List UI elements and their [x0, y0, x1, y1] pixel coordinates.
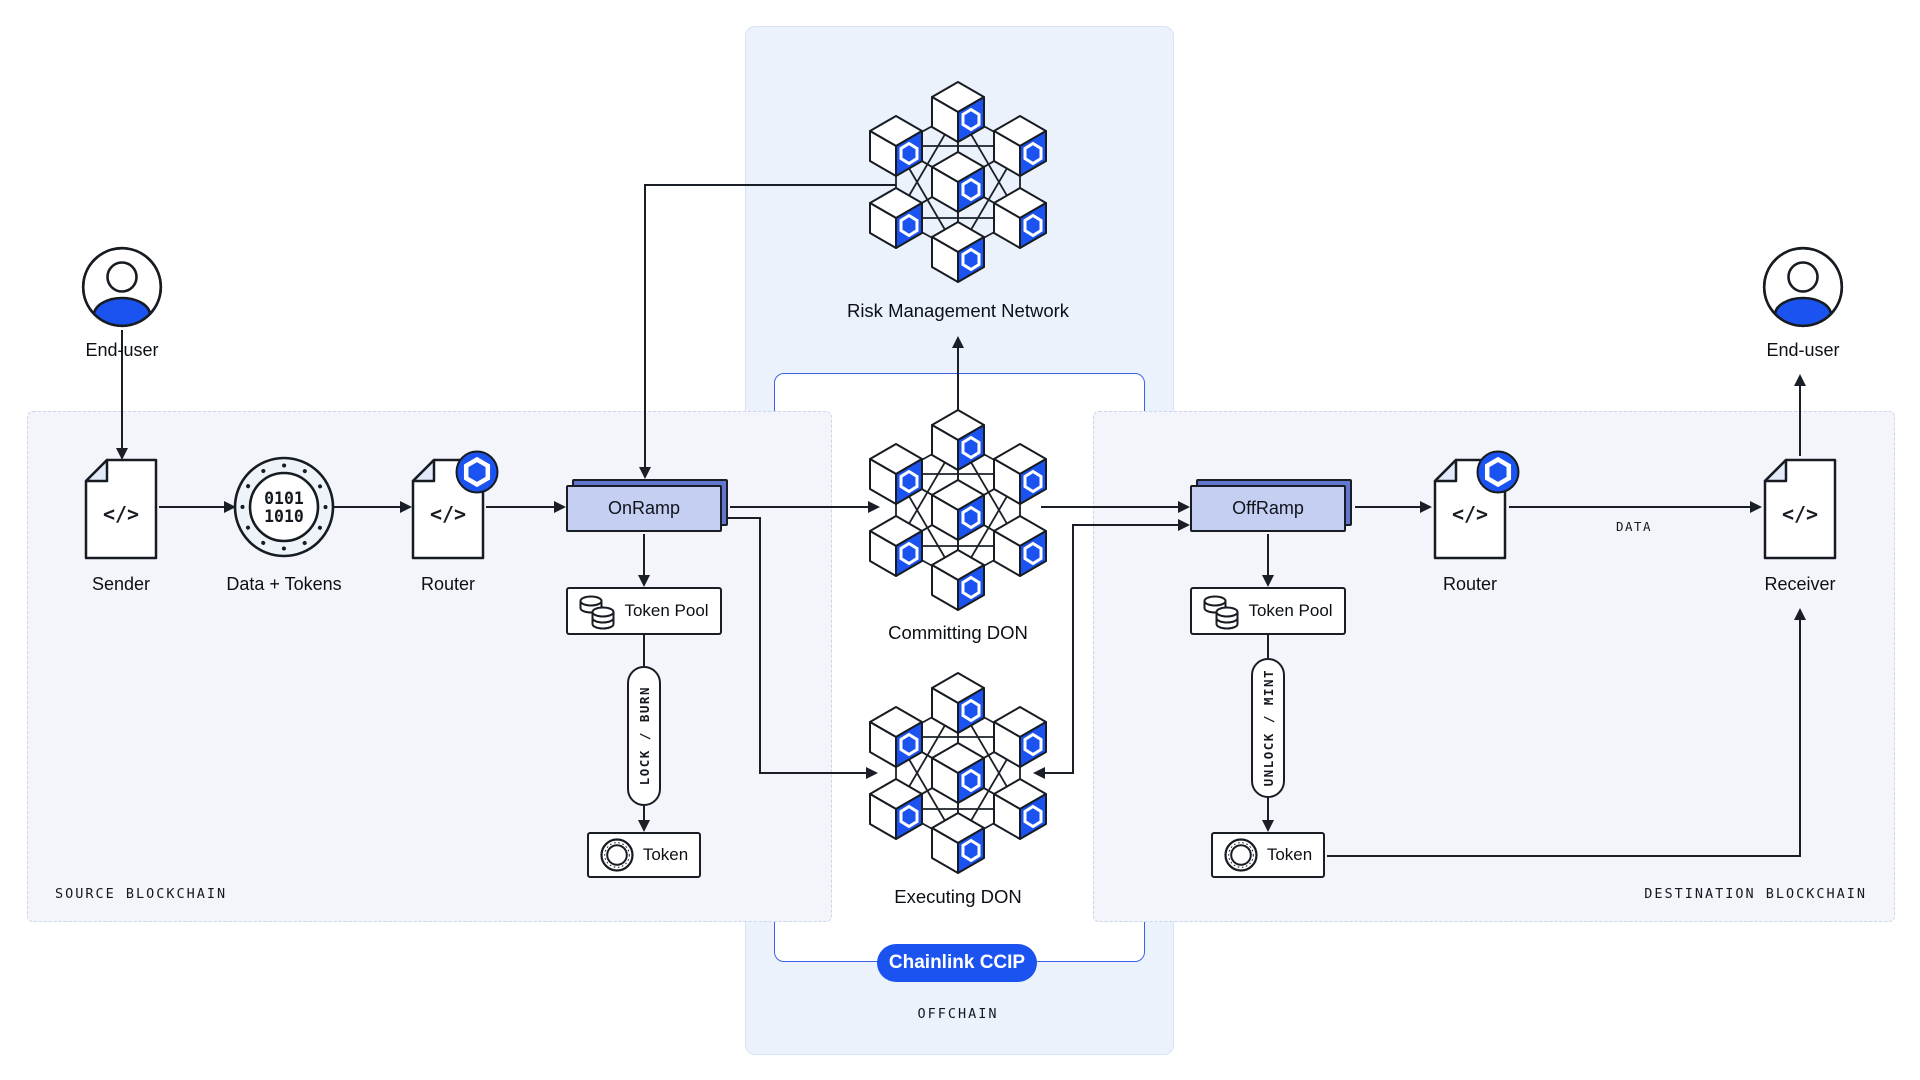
- offramp-box: OffRamp: [1190, 479, 1352, 532]
- chainlink-badge-icon: [455, 450, 499, 494]
- onramp-box: OnRamp: [566, 479, 728, 532]
- receiver-doc-icon: </>: [1763, 458, 1837, 560]
- offchain-label: OFFCHAIN: [917, 1006, 999, 1022]
- token-coin-icon: [600, 838, 634, 872]
- data-tokens-label: Data + Tokens: [226, 574, 342, 594]
- source-token-label: Token: [642, 845, 689, 864]
- data-flow-label: DATA: [1615, 519, 1653, 534]
- end-user-icon: [1762, 246, 1844, 328]
- onramp-label: OnRamp: [566, 485, 722, 532]
- svg-text:</>: </>: [1452, 502, 1488, 526]
- source-blockchain-label: SOURCE BLOCKCHAIN: [55, 886, 228, 902]
- source-token-pool-box: Token Pool: [566, 587, 722, 635]
- destination-token-box: Token: [1211, 832, 1325, 878]
- executing-don-label: Executing DON: [894, 886, 1022, 907]
- end-user-label: End-user: [1766, 340, 1840, 360]
- code-glyph: </>: [103, 502, 139, 526]
- executing-don-icon: [858, 667, 1058, 879]
- chainlink-ccip-badge: Chainlink CCIP: [877, 944, 1037, 982]
- destination-blockchain-label: DESTINATION BLOCKCHAIN: [1644, 886, 1867, 902]
- svg-text:</>: </>: [1782, 502, 1818, 526]
- chainlink-badge-icon: [1476, 450, 1520, 494]
- coins-icon: [579, 595, 615, 630]
- source-token-box: Token: [587, 832, 701, 878]
- unlock-mint-pill: UNLOCK / MINT: [1251, 658, 1285, 798]
- svg-text:1010: 1010: [264, 507, 304, 526]
- risk-management-network-icon: [858, 76, 1058, 288]
- destination-router-label: Router: [1442, 574, 1498, 594]
- data-tokens-coin-icon: 0101 1010: [233, 456, 335, 558]
- destination-token-pool-label: Token Pool: [1248, 601, 1333, 620]
- svg-text:</>: </>: [430, 502, 466, 526]
- source-token-pool-label: Token Pool: [624, 601, 709, 620]
- committing-don-icon: [858, 404, 1058, 616]
- end-user-icon: [81, 246, 163, 328]
- lock-burn-pill: LOCK / BURN: [627, 666, 661, 806]
- destination-token-label: Token: [1266, 845, 1313, 864]
- sender-label: Sender: [91, 574, 151, 594]
- svg-text:0101: 0101: [264, 489, 304, 508]
- offramp-label: OffRamp: [1190, 485, 1346, 532]
- committing-don-label: Committing DON: [888, 622, 1028, 643]
- risk-management-network-label: Risk Management Network: [846, 300, 1070, 321]
- destination-token-pool-box: Token Pool: [1190, 587, 1346, 635]
- token-coin-icon: [1224, 838, 1258, 872]
- coins-icon: [1203, 595, 1239, 630]
- source-router-label: Router: [420, 574, 476, 594]
- end-user-label: End-user: [85, 340, 159, 360]
- receiver-label: Receiver: [1764, 574, 1836, 594]
- sender-doc-icon: </>: [84, 458, 158, 560]
